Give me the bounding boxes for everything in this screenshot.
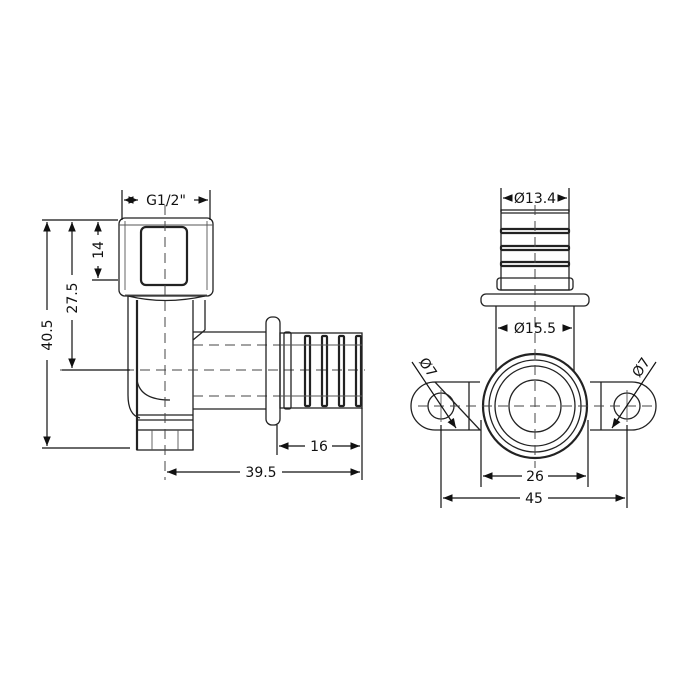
thread-nut	[118, 217, 214, 297]
thread-socket	[139, 225, 189, 287]
dim-hole-spacing: 45	[525, 491, 543, 507]
dim-height-total: 40.5	[40, 319, 56, 350]
dim-thread-depth: 14	[91, 241, 107, 259]
side-view-dimensions: G1/2" 40.5 27.5 14 16 39.5	[40, 190, 363, 481]
front-view-dimensions: Ø13.4 Ø15.5 Ø7 Ø7 26 45	[411, 188, 657, 508]
flange	[265, 316, 281, 426]
dim-length-total: 39.5	[245, 465, 276, 481]
dim-body-diameter: Ø15.5	[514, 321, 556, 337]
dim-inner-width: 26	[526, 469, 544, 485]
dim-spigot-diameter: Ø13.4	[514, 191, 556, 207]
front-view	[410, 205, 657, 468]
dim-hole-left: Ø7	[415, 355, 439, 380]
thread-label: G1/2"	[146, 193, 186, 209]
dim-hole-right: Ø7	[629, 355, 653, 380]
side-view	[60, 205, 365, 480]
dim-height-center: 27.5	[65, 282, 81, 313]
dim-spigot-length: 16	[310, 439, 328, 455]
